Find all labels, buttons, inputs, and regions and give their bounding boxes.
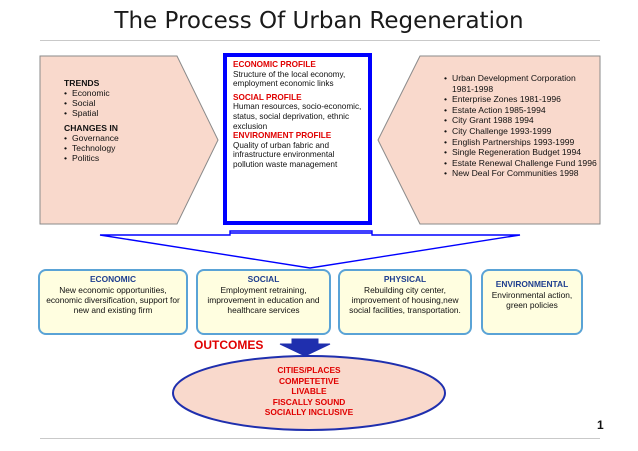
outcome-item: LIVABLE bbox=[291, 386, 327, 397]
trends-list: Economic Social Spatial bbox=[64, 88, 174, 118]
trends-heading: TRENDS bbox=[64, 78, 100, 88]
outcomes-ellipse bbox=[172, 355, 446, 431]
change-item: Governance bbox=[64, 133, 174, 143]
funnel-arrow bbox=[99, 230, 521, 269]
card-title: ENVIRONMENTAL bbox=[495, 279, 569, 289]
card-physical: PHYSICAL Rebuilding city center, improve… bbox=[338, 269, 472, 335]
page-number: 1 bbox=[597, 418, 604, 432]
outcomes-arrow bbox=[279, 338, 331, 357]
outcomes-list: CITIES/PLACES COMPETETIVE LIVABLE FISCAL… bbox=[180, 365, 438, 418]
policy-item: New Deal For Communities 1998 bbox=[444, 168, 598, 179]
trend-item: Spatial bbox=[64, 108, 174, 118]
bottom-divider bbox=[40, 438, 600, 439]
changes-heading: CHANGES IN bbox=[64, 123, 118, 133]
slide-title: The Process Of Urban Regeneration bbox=[114, 8, 524, 34]
card-title: SOCIAL bbox=[247, 274, 280, 284]
profile-box-content: ECONOMIC PROFILE Structure of the local … bbox=[227, 57, 368, 221]
policy-item: Enterprise Zones 1981-1996 bbox=[444, 94, 598, 105]
change-item: Technology bbox=[64, 143, 174, 153]
card-text: Rebuilding city center, improvement of h… bbox=[349, 285, 461, 315]
trend-item: Social bbox=[64, 98, 174, 108]
left-panel: TRENDS Economic Social Spatial CHANGES I… bbox=[64, 78, 174, 163]
outcome-item: FISCALLY SOUND bbox=[272, 396, 346, 407]
social-profile-text: Human resources, socio-economic, status,… bbox=[233, 102, 362, 131]
outcomes-label: OUTCOMES bbox=[194, 338, 264, 352]
policy-item: English Partnerships 1993-1999 bbox=[444, 137, 598, 148]
policy-item: City Grant 1988 1994 bbox=[444, 115, 598, 126]
policy-item: City Challenge 1993-1999 bbox=[444, 126, 598, 137]
right-panel: Urban Development Corporation 1981-1998 … bbox=[444, 73, 598, 179]
policy-item: Single Regeneration Budget 1994 bbox=[444, 147, 598, 158]
profile-box: ECONOMIC PROFILE Structure of the local … bbox=[223, 53, 372, 225]
outcome-item: CITIES/PLACES bbox=[277, 365, 341, 375]
policy-item: Estate Action 1985-1994 bbox=[444, 105, 598, 116]
change-item: Politics bbox=[64, 153, 174, 163]
card-text: Employment retraining, improvement in ed… bbox=[207, 285, 320, 315]
card-text: Environmental action, green policies bbox=[491, 290, 573, 310]
policy-item: Estate Renewal Challenge Fund 1996 bbox=[444, 158, 598, 169]
trend-item: Economic bbox=[64, 88, 174, 98]
policy-list: Urban Development Corporation 1981-1998 … bbox=[444, 73, 598, 179]
social-profile-heading: SOCIAL PROFILE bbox=[233, 92, 302, 102]
environment-profile-text: Quality of urban fabric and infrastructu… bbox=[233, 140, 338, 169]
card-environmental: ENVIRONMENTAL Environmental action, gree… bbox=[481, 269, 583, 335]
economic-profile-heading: ECONOMIC PROFILE bbox=[233, 60, 316, 69]
card-social: SOCIAL Employment retraining, improvemen… bbox=[196, 269, 331, 335]
outcome-item: COMPETETIVE bbox=[278, 375, 340, 386]
card-title: PHYSICAL bbox=[383, 274, 427, 284]
policy-item: Urban Development Corporation 1981-1998 bbox=[444, 73, 598, 94]
outcome-item: SOCIALLY INCLUSIVE bbox=[264, 407, 354, 418]
environment-profile-heading: ENVIRONMENT PROFILE bbox=[233, 131, 332, 141]
economic-profile-text: Structure of the local economy, employme… bbox=[233, 69, 346, 89]
card-title: ECONOMIC bbox=[89, 274, 137, 284]
card-economic: ECONOMIC New economic opportunities, eco… bbox=[38, 269, 188, 335]
card-text: New economic opportunities, economic div… bbox=[46, 285, 180, 315]
changes-list: Governance Technology Politics bbox=[64, 133, 174, 163]
title-divider bbox=[40, 40, 600, 41]
